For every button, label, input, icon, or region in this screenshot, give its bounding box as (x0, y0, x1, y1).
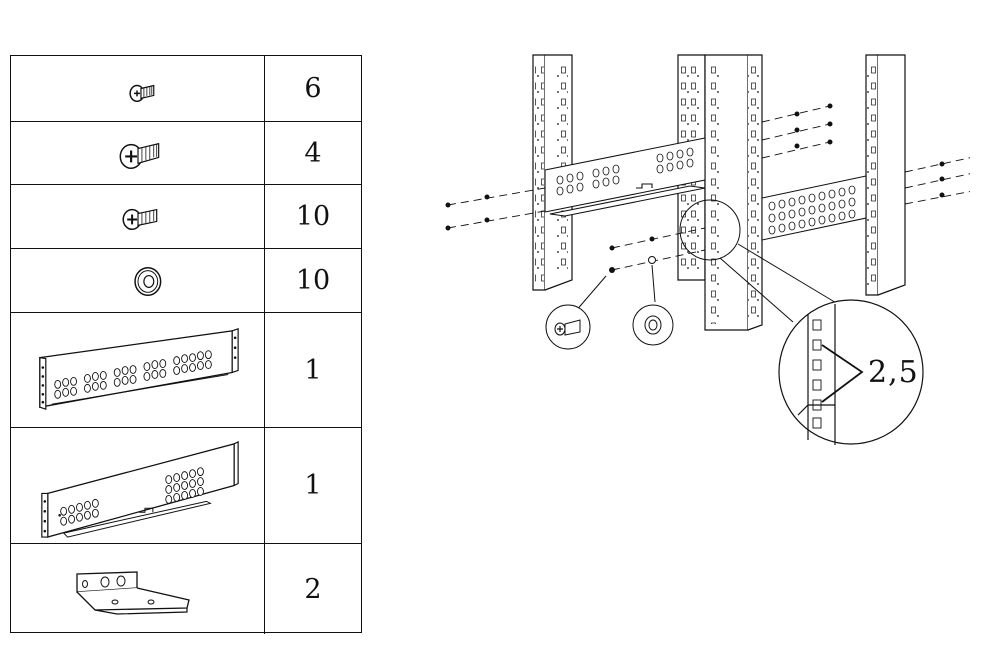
part-illustration (11, 544, 265, 634)
part-row-rail-bracket-right: 1 (11, 428, 361, 544)
rail-bracket-right-icon (41, 440, 239, 538)
zoom-source-circle (679, 199, 839, 323)
part-quantity: 2 (304, 573, 322, 605)
large-screw-icon (119, 142, 160, 169)
medium-screw-icon (122, 208, 158, 231)
screw-guides (447, 105, 970, 271)
part-quantity: 10 (295, 201, 331, 232)
magnified-detail (778, 299, 924, 445)
part-row-washer: 10 (11, 249, 361, 313)
part-quantity: 10 (295, 265, 331, 296)
rail-bracket-left-icon (39, 328, 239, 410)
part-row-medium-screw: 10 (11, 185, 361, 249)
rack-post-3 (704, 54, 763, 331)
part-illustration (11, 185, 265, 248)
part-illustration (11, 313, 265, 427)
part-illustration (11, 56, 265, 121)
part-quantity: 1 (304, 470, 322, 501)
part-row-large-screw: 4 (11, 122, 361, 185)
part-illustration (11, 249, 265, 312)
rack-assembly-diagram (445, 54, 970, 445)
part-row-mounting-ear: 2 (11, 544, 361, 634)
rack-post-4 (865, 54, 906, 296)
part-quantity: 6 (304, 73, 322, 104)
part-illustration (11, 428, 265, 543)
part-row-small-screw: 6 (11, 56, 361, 122)
right-rail (761, 175, 867, 241)
part-quantity: 4 (304, 137, 322, 169)
washer-icon (134, 266, 162, 297)
screw-detail-callout (545, 275, 607, 350)
parts-table: 6 4 10 (10, 55, 362, 634)
part-row-rail-bracket-left: 1 (11, 313, 361, 428)
left-rail (544, 137, 706, 217)
part-illustration (11, 122, 265, 184)
washer-detail-callout (632, 264, 674, 346)
screw-icons (445, 103, 945, 273)
position-callout-label: 2,5 (868, 355, 919, 390)
mounting-ear-icon (76, 571, 190, 615)
part-quantity: 1 (304, 354, 322, 386)
small-screw-icon (129, 84, 155, 103)
